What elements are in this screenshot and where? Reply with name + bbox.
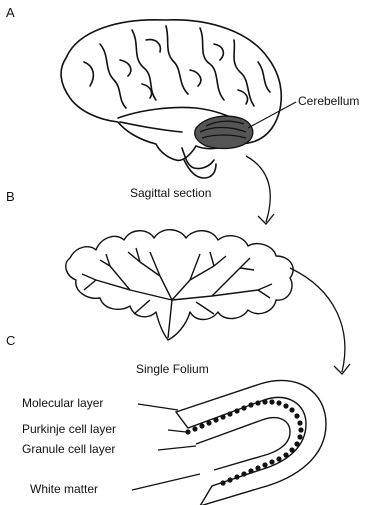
arbor-vitae-illustration bbox=[66, 230, 293, 340]
brain-illustration bbox=[61, 20, 281, 178]
folium-leader-lines bbox=[132, 404, 200, 490]
label-white-matter: White matter bbox=[30, 482, 98, 496]
label-granule-layer: Granule cell layer bbox=[22, 442, 115, 456]
panel-label-a: A bbox=[6, 6, 15, 20]
label-purkinje-layer: Purkinje cell layer bbox=[22, 422, 116, 436]
cerebellum-shading bbox=[195, 116, 253, 148]
folium-illustration bbox=[176, 380, 326, 505]
arrow-b-to-c bbox=[290, 268, 350, 374]
label-single-folium: Single Folium bbox=[136, 362, 209, 376]
label-molecular-layer: Molecular layer bbox=[22, 396, 103, 410]
label-sagittal-section: Sagittal section bbox=[130, 186, 211, 200]
panel-label-c: C bbox=[6, 334, 15, 348]
arrow-a-to-b bbox=[246, 156, 274, 224]
panel-label-b: B bbox=[6, 190, 15, 204]
label-cerebellum: Cerebellum bbox=[298, 94, 359, 108]
cerebellum-leader-line bbox=[248, 102, 296, 128]
